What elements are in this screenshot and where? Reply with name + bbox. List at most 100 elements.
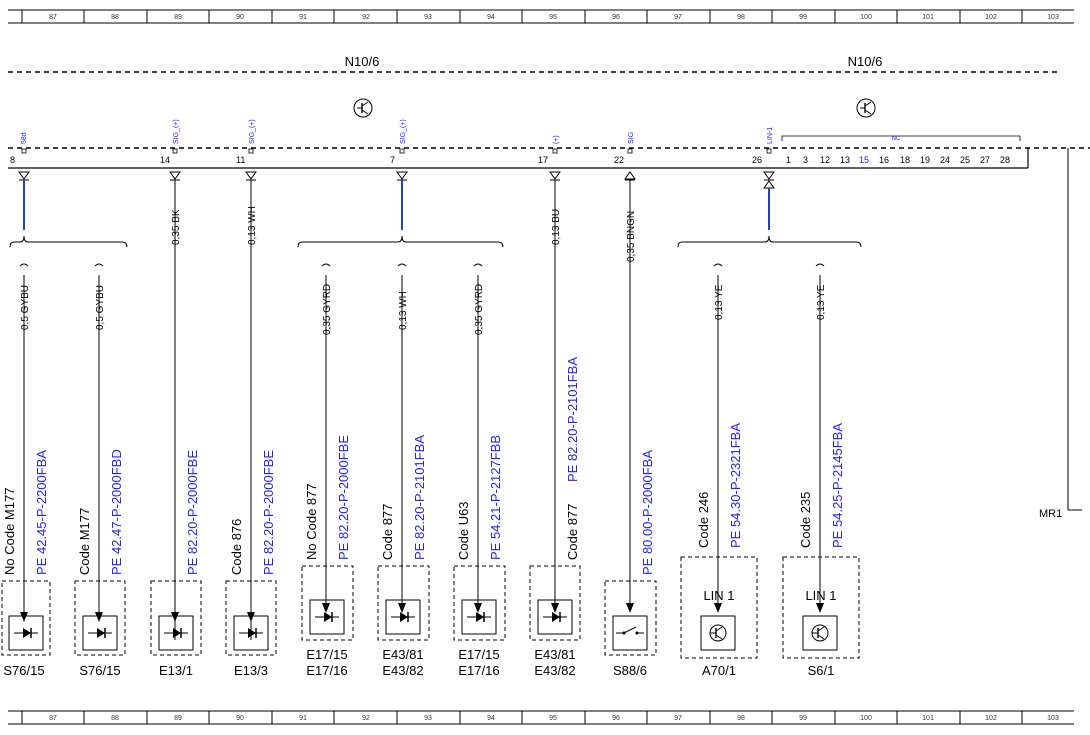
- svg-text:16: 16: [879, 155, 889, 165]
- grid-label: 91: [299, 715, 307, 722]
- led-icon: [88, 628, 112, 638]
- svg-text:14: 14: [160, 155, 170, 165]
- grid-label: 89: [174, 715, 182, 722]
- pin-11: 11 SIG_(+): [236, 119, 256, 165]
- svg-text:22: 22: [614, 155, 624, 165]
- svg-text:SIG_(+): SIG_(+): [249, 119, 256, 144]
- svg-text:12: 12: [820, 155, 830, 165]
- grid-label: 92: [362, 14, 370, 21]
- nc-label: NC: [892, 136, 901, 142]
- lin-label: LIN 1: [703, 588, 734, 603]
- svg-text:13: 13: [840, 155, 850, 165]
- component-box: [1, 556, 860, 659]
- pe-reference: PE 82.20-P-2000FBE: [185, 450, 200, 575]
- grid-label: 98: [737, 14, 745, 21]
- led-icon: [14, 628, 38, 638]
- grid-label: 87: [49, 715, 57, 722]
- code-label: Code 246: [696, 492, 711, 548]
- svg-text:1: 1: [786, 155, 791, 165]
- arrowheads: [20, 603, 824, 622]
- component-name: E17/15: [458, 647, 499, 662]
- grid-label: 101: [922, 715, 934, 722]
- pin-17: 17 (+): [538, 135, 560, 165]
- grid-label: 102: [985, 715, 997, 722]
- component-name: E17/15: [306, 647, 347, 662]
- transistor-icon: [353, 98, 373, 118]
- wire-spec: 0,35 GYRD: [322, 284, 333, 335]
- bottom-grid-bar: 87 88 89 90 91 92 93 94 95 96 97 98 99 1…: [8, 710, 1074, 725]
- grid-label: 95: [549, 715, 557, 722]
- pin-7: 7 SIG_(+): [390, 119, 407, 165]
- grid-label: 96: [612, 14, 620, 21]
- grid-label: 95: [549, 14, 557, 21]
- component-name: E43/81: [534, 647, 575, 662]
- grid-label: 100: [860, 715, 872, 722]
- component-name: A70/1: [702, 663, 736, 678]
- pe-reference: PE 54.25-P-2145FBA: [830, 423, 845, 548]
- transistor-icon: [811, 624, 829, 642]
- grid-label: 91: [299, 14, 307, 21]
- wire-spec: 0,13 WH: [247, 206, 258, 245]
- grid-label: 97: [674, 715, 682, 722]
- code-label: Code 235: [798, 492, 813, 548]
- grid-label: 94: [487, 14, 495, 21]
- svg-text:17: 17: [538, 155, 548, 165]
- component-name: E13/3: [234, 663, 268, 678]
- pin-26: 26 LIN-1: [752, 127, 774, 165]
- svg-text:7: 7: [390, 155, 395, 165]
- led-icon: [543, 612, 567, 622]
- component-name: S88/6: [613, 663, 647, 678]
- svg-text:58d: 58d: [21, 132, 28, 144]
- svg-text:18: 18: [900, 155, 910, 165]
- pe-reference: PE 54.30-P-2321FBA: [728, 423, 743, 548]
- wire-spec: 0,35 BK: [171, 209, 182, 245]
- switch-icon: [616, 626, 644, 635]
- grid-label: 90: [236, 715, 244, 722]
- grid-label: 93: [424, 715, 432, 722]
- grid-label: 100: [860, 14, 872, 21]
- top-grid-bar: 87 88 89 90 91 92 93 94 95 96 97 98 99 1…: [8, 9, 1074, 24]
- grid-label: 93: [424, 14, 432, 21]
- grid-label: 90: [236, 14, 244, 21]
- grid-label: 87: [49, 14, 57, 21]
- pe-reference: PE 82.20-P-2000FBE: [261, 450, 276, 575]
- component-name: E43/81: [382, 647, 423, 662]
- code-label: Code M177: [77, 508, 92, 575]
- svg-text:25: 25: [960, 155, 970, 165]
- svg-text:15: 15: [859, 155, 869, 165]
- code-label: Code 877: [565, 504, 580, 560]
- svg-text:19: 19: [920, 155, 930, 165]
- grid-label: 94: [487, 715, 495, 722]
- ground-label: MR1: [1039, 508, 1062, 520]
- component-name: E43/82: [382, 663, 423, 678]
- pe-reference: PE 42.45-P-2200FBA: [34, 450, 49, 575]
- wire-spec: 0,5 GYBU: [20, 285, 31, 330]
- grid-label: 88: [111, 715, 119, 722]
- connector-triangles: [18, 171, 775, 189]
- wire-spec: 0,35 BNGN: [626, 211, 637, 262]
- svg-text:(+): (+): [553, 135, 560, 144]
- code-label: Code 876: [229, 519, 244, 575]
- wire-spec: 0,35 GYRD: [474, 284, 485, 335]
- pe-reference: PE 54.21-P-2127FBB: [488, 435, 503, 560]
- led-icon: [315, 612, 339, 622]
- component-name: S76/15: [79, 663, 120, 678]
- svg-text:11: 11: [236, 155, 245, 165]
- grid-label: 96: [612, 715, 620, 722]
- code-label: No Code 877: [304, 483, 319, 560]
- transistor-icon: [709, 624, 727, 642]
- grid-label: 97: [674, 14, 682, 21]
- svg-text:SIG: SIG: [628, 132, 635, 144]
- grid-label: 92: [362, 715, 370, 722]
- wire-spec: 0,13 YE: [714, 284, 725, 320]
- grid-label: 101: [922, 14, 934, 21]
- component-name: E17/16: [458, 663, 499, 678]
- component-name: S76/15: [3, 663, 44, 678]
- pin-14: 14 SIG_(+): [160, 119, 180, 165]
- code-label: Code 877: [380, 504, 395, 560]
- svg-text:3: 3: [803, 155, 808, 165]
- svg-text:24: 24: [940, 155, 950, 165]
- svg-text:26: 26: [752, 155, 762, 165]
- wire-spec: 0,5 GYBU: [95, 285, 106, 330]
- pe-reference: PE 82.20-P-2101FBA: [565, 357, 580, 482]
